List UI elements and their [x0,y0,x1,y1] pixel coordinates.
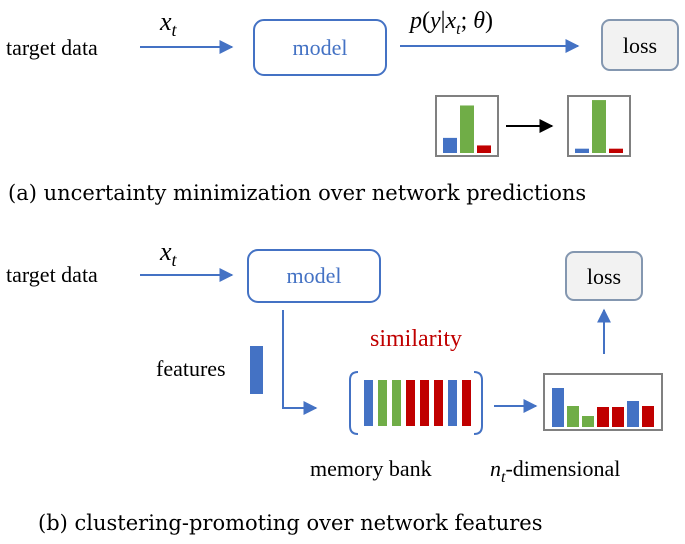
panel-b-input-label: target data [6,262,98,287]
hist-after-bar-3 [609,148,623,153]
hist-after-bar-1 [575,148,589,153]
panel-b-model-box [247,249,381,303]
panel-b-dimension-label: nt-dimensional [490,456,620,486]
panel-b-similarity-hist [552,388,654,427]
panel-a-hist-after [575,100,623,153]
memory-bank-entry-1 [364,380,373,426]
hist-before-bar-1 [443,137,457,153]
panel-a-prediction-label: p(y|xt; θ) [408,8,493,38]
hist-before-bar-3 [477,145,491,153]
panel-b-feature-arrow [282,310,318,415]
similarity-hist-bar-5 [612,407,624,427]
panel-b: target data xt model features similarity… [6,237,663,535]
panel-b-memory-bank [364,380,471,426]
memory-bank-entry-6 [434,380,443,426]
panel-b-loss-box [565,251,643,301]
similarity-hist-bar-3 [582,416,594,427]
panel-b-model-label: model [287,263,342,288]
panel-a-input-variable: xt [159,7,178,40]
panel-b-loss-label: loss [587,264,621,289]
panel-b-memory-bracket-right [473,371,483,435]
panel-a-model-label: model [293,35,348,60]
memory-bank-entry-5 [420,380,429,426]
memory-bank-entry-4 [406,380,415,426]
hist-after-bar-2 [592,100,606,153]
similarity-hist-bar-2 [567,406,579,427]
hist-before-bar-2 [460,105,474,153]
panel-b-memory-bracket-left [349,371,359,435]
panel-a: target data xt model p(y|xt; θ) loss (a)… [6,7,679,205]
panel-a-model-box [253,19,387,76]
similarity-hist-bar-4 [597,407,609,427]
panel-a-loss-box [601,19,679,71]
panel-a-caption: (a) uncertainty minimization over networ… [8,181,586,205]
panel-b-memory-bank-label: memory bank [310,456,432,481]
memory-bank-entry-3 [392,380,401,426]
memory-bank-entry-7 [448,380,457,426]
similarity-hist-bar-7 [642,406,654,427]
panel-b-features-label: features [156,356,226,381]
memory-bank-entry-2 [378,380,387,426]
panel-a-loss-label: loss [623,33,657,58]
panel-a-input-label: target data [6,35,98,60]
similarity-hist-bar-6 [627,401,639,427]
panel-b-similarity-label: similarity [370,326,462,352]
similarity-hist-bar-1 [552,388,564,427]
panel-a-hist-before [443,105,491,153]
memory-bank-entry-8 [462,380,471,426]
panel-b-input-variable: xt [159,237,178,270]
panel-b-caption: (b) clustering-promoting over network fe… [38,511,542,535]
panel-b-feature-vector [250,346,263,394]
